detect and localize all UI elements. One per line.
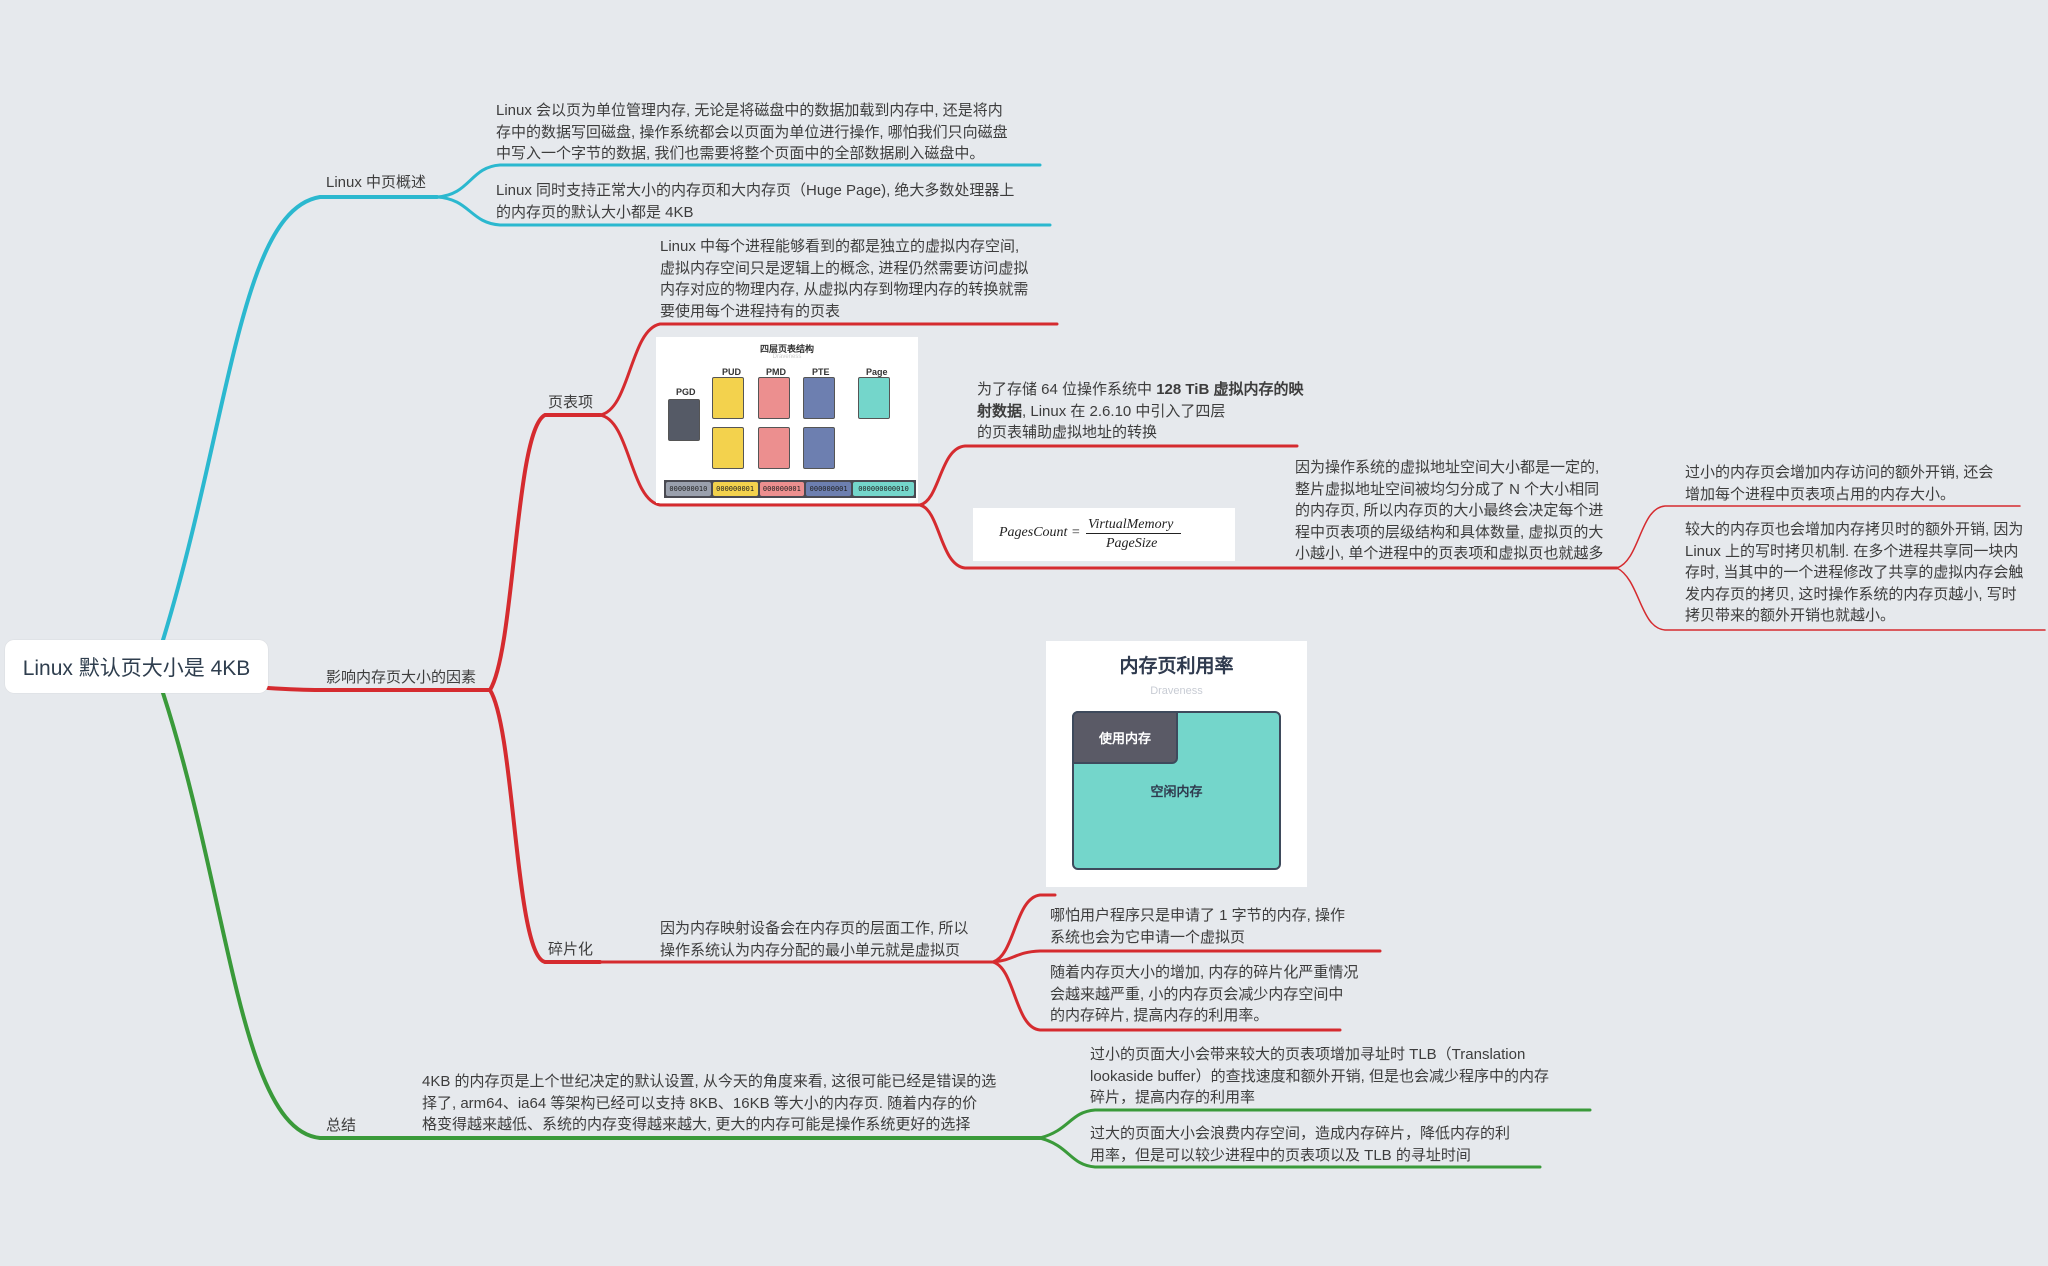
fragmentation-note-1: 因为内存映射设备会在内存页的层面工作, 所以 操作系统认为内存分配的最小单元就是… — [660, 920, 969, 959]
overview-note-1: Linux 会以页为单位管理内存, 无论是将磁盘中的数据加载到内存中, 还是将内… — [496, 102, 1008, 162]
bits-pmd: 000000001 — [759, 482, 805, 496]
bits-pud: 000000001 — [712, 482, 758, 496]
factors-node-label[interactable]: 影响内存页大小的因素 — [326, 669, 477, 686]
pte-table — [803, 377, 835, 419]
pgd-table — [668, 399, 700, 441]
used-memory-label: 使用内存 — [1098, 731, 1151, 746]
free-memory-label: 空闲内存 — [1150, 784, 1203, 799]
memory-utilization-diagram: 内存页利用率 Draveness 使用内存 空闲内存 — [1046, 641, 1307, 887]
summary-note-1: 4KB 的内存页是上个世纪决定的默认设置, 从今天的角度来看, 这很可能已经是错… — [422, 1073, 997, 1133]
page-table-note-1: Linux 中每个进程能够看到的都是独立的虚拟内存空间, 虚拟内存空间只是逻辑上… — [660, 238, 1029, 320]
page-table-node-label[interactable]: 页表项 — [548, 394, 594, 411]
page-table-diagram: 四层页表结构 Draveness PGD PUD PMD PTE Page 00… — [656, 337, 918, 503]
level-label-pmd: PMD — [766, 367, 786, 377]
pud-table-2 — [712, 427, 744, 469]
fragmentation-node-label[interactable]: 碎片化 — [548, 941, 594, 958]
pmd-table-2 — [758, 427, 790, 469]
overview-node-label[interactable]: Linux 中页概述 — [326, 174, 427, 191]
pages-count-formula: PagesCount = VirtualMemory PageSize — [973, 508, 1235, 561]
pmd-table — [758, 377, 790, 419]
level-label-pud: PUD — [722, 367, 742, 377]
root-label: Linux 默认页大小是 4KB — [22, 656, 251, 680]
root-node[interactable]: Linux 默认页大小是 4KB — [5, 640, 268, 693]
summary-note-2: 过小的页面大小会带来较大的页表项增加寻址时 TLB（Translation lo… — [1090, 1046, 1549, 1106]
bits-offset: 000000000010 — [853, 482, 915, 496]
utilization-title: 内存页利用率 — [1119, 656, 1234, 677]
level-label-pte: PTE — [812, 367, 830, 377]
formula-fraction-bar — [1086, 533, 1181, 534]
summary-note-3: 过大的页面大小会浪费内存空间，造成内存碎片，降低内存的利 用率，但是可以较少进程… — [1090, 1125, 1511, 1164]
formula-numerator: VirtualMemory — [1088, 517, 1174, 532]
level-label-page: Page — [866, 367, 888, 377]
summary-node-label[interactable]: 总结 — [326, 1117, 357, 1134]
page-table-note-3: 因为操作系统的虚拟地址空间大小都是一定的, 整片虚拟地址空间被均匀分成了 N 个… — [1295, 459, 1604, 562]
page-table-note-small-pages: 过小的内存页会增加内存访问的额外开销, 还会 增加每个进程中页表项占用的内存大小… — [1685, 464, 1994, 503]
fragmentation-note-3: 随着内存页大小的增加, 内存的碎片化严重情况 会越来越严重, 小的内存页会减少内… — [1050, 964, 1359, 1024]
fragmentation-note-2: 哪怕用户程序只是申请了 1 字节的内存, 操作 系统也会为它申请一个虚拟页 — [1050, 907, 1346, 946]
level-label-pgd: PGD — [676, 387, 696, 397]
virtual-address-bits: 000000010 000000001 000000001 000000001 … — [664, 480, 916, 498]
pte-table-2 — [803, 427, 835, 469]
pud-table — [712, 377, 744, 419]
page-table-diagram-title: 四层页表结构 — [759, 344, 814, 354]
overview-note-2: Linux 同时支持正常大小的内存页和大内存页（Huge Page), 绝大多数… — [496, 182, 1015, 221]
note-2-suffix: , Linux 在 2.6.10 中引入了四层 的页表辅助虚拟地址的转换 — [977, 402, 1226, 442]
note-2-bold: 128 TiB 虚拟内存的映射数据 — [977, 381, 1304, 420]
formula-denominator: PageSize — [1106, 536, 1158, 551]
used-memory-block: 使用内存 — [1072, 711, 1178, 764]
bits-pte: 000000001 — [806, 482, 851, 496]
utilization-subtitle: Draveness — [1150, 685, 1203, 697]
page-table-note-2: 为了存储 64 位操作系统中 128 TiB 虚拟内存的映射数据, Linux … — [977, 379, 1307, 444]
formula-lhs: PagesCount = — [999, 525, 1081, 540]
page-table-note-large-pages: 较大的内存页也会增加内存拷贝时的额外开销, 因为 Linux 上的写时拷贝机制.… — [1685, 521, 2024, 624]
page-frame — [858, 377, 890, 419]
note-2-prefix: 为了存储 64 位操作系统中 — [977, 381, 1157, 398]
bits-pgd: 000000010 — [666, 482, 711, 496]
page-table-diagram-subtitle: Draveness — [772, 354, 802, 360]
